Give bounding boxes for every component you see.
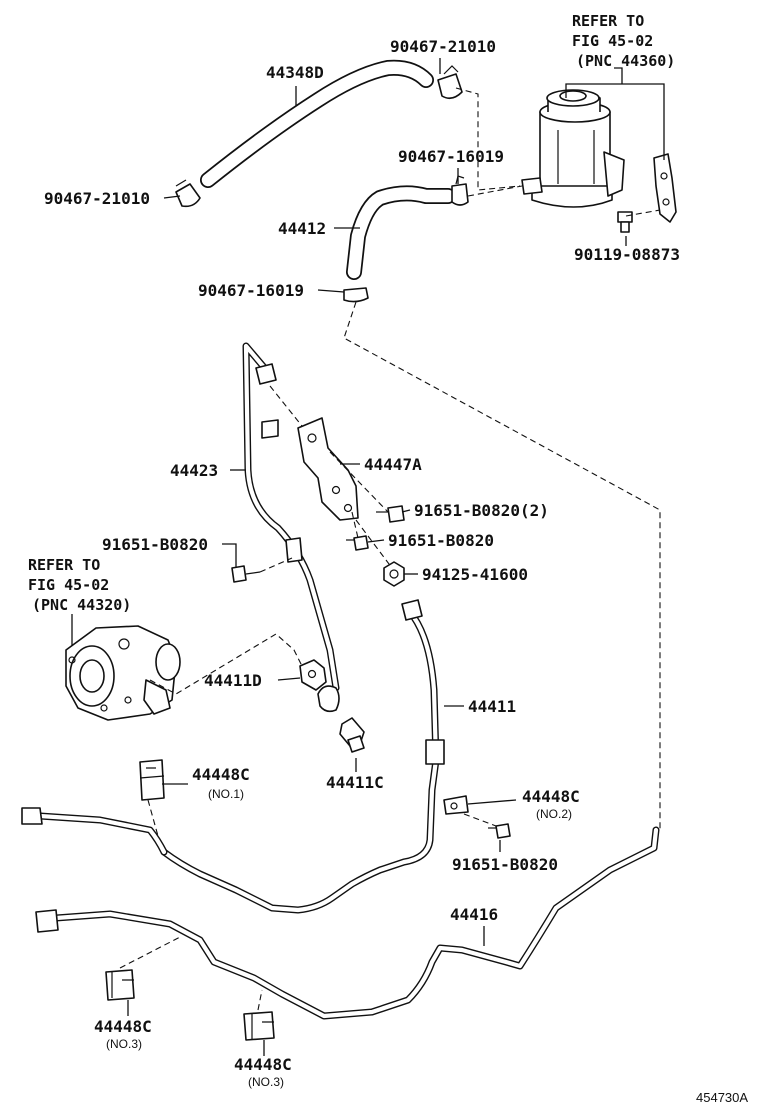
label-44412[interactable]: 44412 — [278, 219, 326, 238]
nut-94125-41600[interactable] — [383, 561, 405, 587]
hose-clamp-44411D[interactable] — [299, 659, 327, 691]
power-steering-pump[interactable] — [65, 625, 181, 721]
tube-clamp-44448C-no2[interactable] — [443, 795, 469, 815]
label-44448C-no2-sub: (NO.2) — [536, 807, 572, 821]
label-44411C[interactable]: 44411C — [326, 773, 384, 792]
label-44447A[interactable]: 44447A — [364, 455, 422, 474]
label-91651-B0820-bottom[interactable]: 91651-B0820 — [452, 855, 558, 874]
dashed-guide-lines — [119, 87, 661, 1011]
union-bolt-44411C[interactable] — [339, 717, 365, 753]
tube-clamp-44448C-no1[interactable] — [139, 759, 165, 801]
refer-line1: REFER TO — [572, 12, 644, 30]
pressure-tube-44423[interactable] — [242, 342, 340, 713]
refer-note-reservoir: REFER TO FIG 45-02 (PNC 44360) — [572, 12, 675, 70]
label-90119-08873[interactable]: 90119-08873 — [574, 245, 680, 264]
bolt-91651-B0820-bottom[interactable] — [488, 823, 511, 839]
label-44448C-no3b-sub: (NO.3) — [248, 1075, 284, 1089]
reservoir-tank[interactable] — [521, 89, 625, 208]
label-90467-16019-lower[interactable]: 90467-16019 — [198, 281, 304, 300]
bolt-91651-B0820-pair[interactable] — [376, 505, 405, 523]
label-44348D[interactable]: 44348D — [266, 63, 324, 82]
refer-line3: (PNC 44360) — [576, 52, 675, 70]
label-91651-B0820-left[interactable]: 91651-B0820 — [102, 535, 208, 554]
bolt-91651-B0820-mid[interactable] — [346, 535, 369, 551]
return-hose-44348D[interactable] — [200, 59, 434, 188]
bolt-91651-B0820-left[interactable] — [231, 565, 261, 583]
refer-line1: REFER TO — [28, 556, 100, 574]
hose-clip-90467-21010-top[interactable] — [437, 65, 463, 100]
leader-lines — [71, 58, 665, 1056]
return-tube-upper[interactable] — [21, 807, 168, 856]
label-44448C-no3b[interactable]: 44448C — [234, 1055, 292, 1074]
refer-line2: FIG 45-02 — [572, 32, 653, 50]
label-44448C-no1[interactable]: 44448C — [192, 765, 250, 784]
hose-clip-90467-16019-lower[interactable] — [343, 287, 369, 303]
label-44423[interactable]: 44423 — [170, 461, 218, 480]
refer-line3: (PNC 44320) — [32, 596, 131, 614]
hose-clip-90467-21010-left[interactable] — [175, 179, 201, 208]
bolt-90119-08873[interactable] — [617, 211, 633, 233]
label-90467-21010-left[interactable]: 90467-21010 — [44, 189, 150, 208]
label-90467-21010-top[interactable]: 90467-21010 — [390, 37, 496, 56]
label-44411D[interactable]: 44411D — [204, 671, 262, 690]
label-90467-16019-upper[interactable]: 90467-16019 — [398, 147, 504, 166]
label-91651-B0820-2[interactable]: 91651-B0820(2) — [414, 501, 549, 520]
label-91651-B0820-mid[interactable]: 91651-B0820 — [388, 531, 494, 550]
label-94125-41600[interactable]: 94125-41600 — [422, 565, 528, 584]
tube-clamp-44448C-no3-left[interactable] — [105, 969, 135, 1001]
reservoir-bracket[interactable] — [653, 153, 677, 223]
hose-clip-90467-16019-upper[interactable] — [451, 175, 469, 206]
refer-note-pump: REFER TO FIG 45-02 (PNC 44320) — [28, 556, 131, 614]
tube-clamp-44448C-no3-right[interactable] — [243, 1011, 275, 1041]
label-44448C-no3a-sub: (NO.3) — [106, 1037, 142, 1051]
label-44448C-no1-sub: (NO.1) — [208, 787, 244, 801]
return-tube-44416[interactable] — [35, 826, 660, 1020]
pressure-hose-44411[interactable] — [160, 599, 445, 914]
label-44411[interactable]: 44411 — [468, 697, 516, 716]
bracket-44447A[interactable] — [297, 417, 359, 521]
label-44448C-no2[interactable]: 44448C — [522, 787, 580, 806]
suction-hose-44412[interactable] — [346, 185, 456, 280]
label-44416[interactable]: 44416 — [450, 905, 498, 924]
diagram-id: 454730A — [696, 1090, 748, 1105]
label-44448C-no3a[interactable]: 44448C — [94, 1017, 152, 1036]
refer-line2: FIG 45-02 — [28, 576, 109, 594]
